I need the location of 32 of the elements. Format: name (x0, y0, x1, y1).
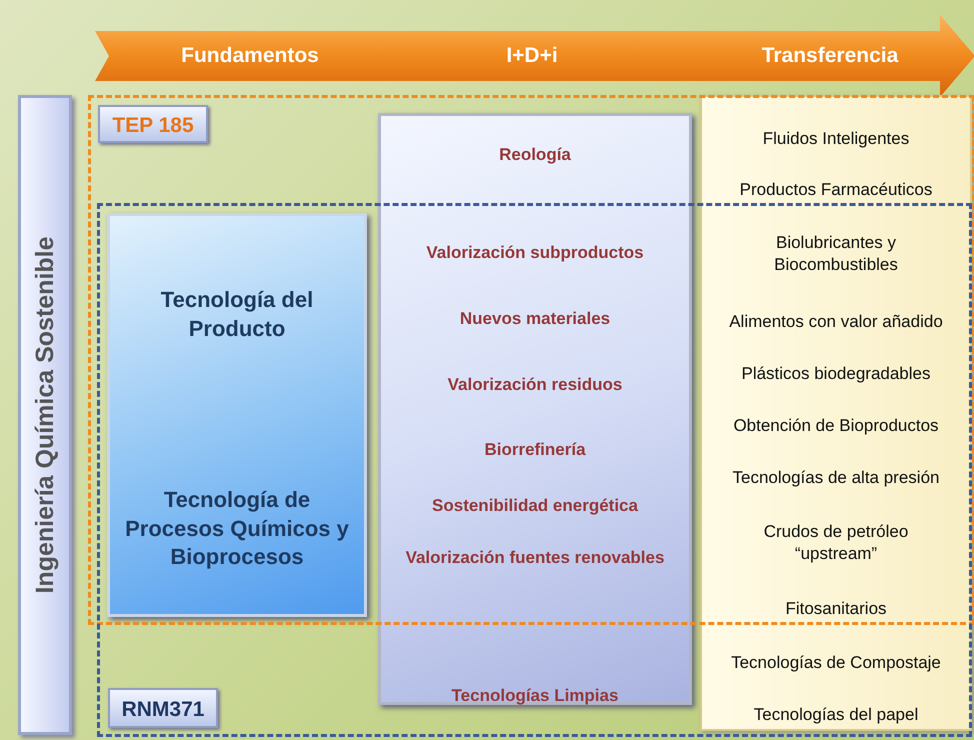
topic-text: Valorización residuos (446, 374, 624, 396)
topic-text: Biorrefinería (483, 439, 587, 461)
topic-text: Tecnologías Limpias (450, 685, 620, 707)
topic-text: Tecnologías de Compostaje (730, 652, 942, 674)
topic-text: Productos Farmacéuticos (738, 179, 934, 201)
topic-text: Tecnologías de alta presión (732, 467, 940, 489)
content-panel (378, 113, 692, 705)
topic-text: Valorización subproductos (425, 242, 645, 264)
heading-text: Tecnología de Procesos Químicos y Bioprocesos (124, 486, 350, 572)
stage-label: Transferencia (760, 43, 900, 69)
topic-text: Reología (498, 144, 572, 166)
group-tab: RNM371 (108, 688, 218, 728)
topic-text: Biolubricantes y Biocombustibles (773, 232, 899, 276)
topic-text: Nuevos materiales (458, 308, 612, 330)
content-panel (107, 213, 367, 617)
topic-text: Valorización fuentes renovables (404, 547, 666, 569)
group-tab: TEP 185 (98, 105, 208, 143)
heading-text: Tecnología del Producto (160, 286, 314, 343)
content-panel (700, 95, 972, 731)
topic-text: Alimentos con valor añadido (728, 311, 944, 333)
topic-text: Plásticos biodegradables (740, 363, 932, 385)
stage-label: Fundamentos (180, 43, 320, 69)
topic-text: Fitosanitarios (784, 598, 888, 620)
stage-label: I+D+i (505, 43, 559, 69)
topic-text: Crudos de petróleo “upstream” (762, 521, 910, 566)
topic-text: Obtención de Bioproductos (732, 415, 940, 437)
side-bar (18, 95, 72, 735)
topic-text: Fluidos Inteligentes (762, 128, 910, 150)
arrow-banner (95, 15, 974, 97)
topic-text: Sostenibilidad energética (431, 495, 639, 517)
vertical-title: Ingeniería Química Sostenible (30, 236, 60, 594)
topic-text: Tecnologías del papel (752, 704, 920, 726)
